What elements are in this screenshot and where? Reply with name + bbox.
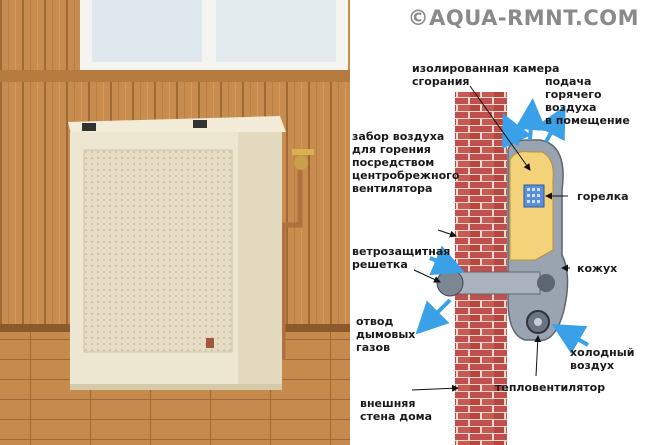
- label-burner: горелка: [577, 190, 629, 203]
- leader-grille: [413, 269, 441, 283]
- window-glass-right: [216, 0, 336, 62]
- window-sill: [0, 70, 350, 82]
- windproof-grille: [436, 269, 464, 297]
- label-cold-air: холодный воздух: [570, 346, 635, 372]
- label-casing: кожух: [577, 262, 618, 275]
- label-grille: ветрозащитная решетка: [352, 245, 451, 271]
- leader-intake: [437, 229, 457, 238]
- mount-clip-right: [193, 120, 207, 128]
- hot-air-arrow-2: [536, 105, 566, 143]
- convector-diagram: [411, 85, 589, 445]
- leader-chamber: [469, 85, 531, 171]
- hot-air-arrow-1: [514, 98, 547, 141]
- leader-fan: [534, 335, 542, 377]
- label-intake: забор воздуха для горения посредством це…: [352, 130, 460, 195]
- gas-valve: [294, 156, 308, 170]
- gas-pipe: [280, 165, 303, 360]
- window-glass: [92, 0, 202, 62]
- intake-arrow: [429, 245, 466, 276]
- label-fan: тепловентилятор: [495, 381, 606, 394]
- gas-valve-handle: [292, 149, 314, 155]
- label-chamber: изолированная камера сгорания: [412, 62, 560, 88]
- watermark: ©AQUA-RMNT.COM: [407, 6, 639, 30]
- label-wall: внешняя стена дома: [360, 397, 433, 423]
- control-knob: [206, 338, 214, 348]
- label-hot-air: подача горячего воздуха в помещение: [545, 75, 630, 127]
- heater-side: [238, 132, 282, 388]
- exhaust-arrow: [415, 298, 452, 335]
- heater-photo: [0, 0, 350, 445]
- burner-flames: [527, 188, 540, 203]
- leader-wall: [411, 384, 459, 392]
- heat-fan-hub: [534, 318, 542, 326]
- exhaust-outlet: [537, 274, 555, 292]
- label-exhaust: отвод дымовых газов: [356, 315, 416, 354]
- hot-air-arrow-3: [502, 113, 532, 149]
- heater-leg: [70, 384, 282, 390]
- cold-air-arrow: [551, 324, 589, 354]
- mount-clip-left: [82, 123, 96, 131]
- heater-grille: [83, 149, 233, 353]
